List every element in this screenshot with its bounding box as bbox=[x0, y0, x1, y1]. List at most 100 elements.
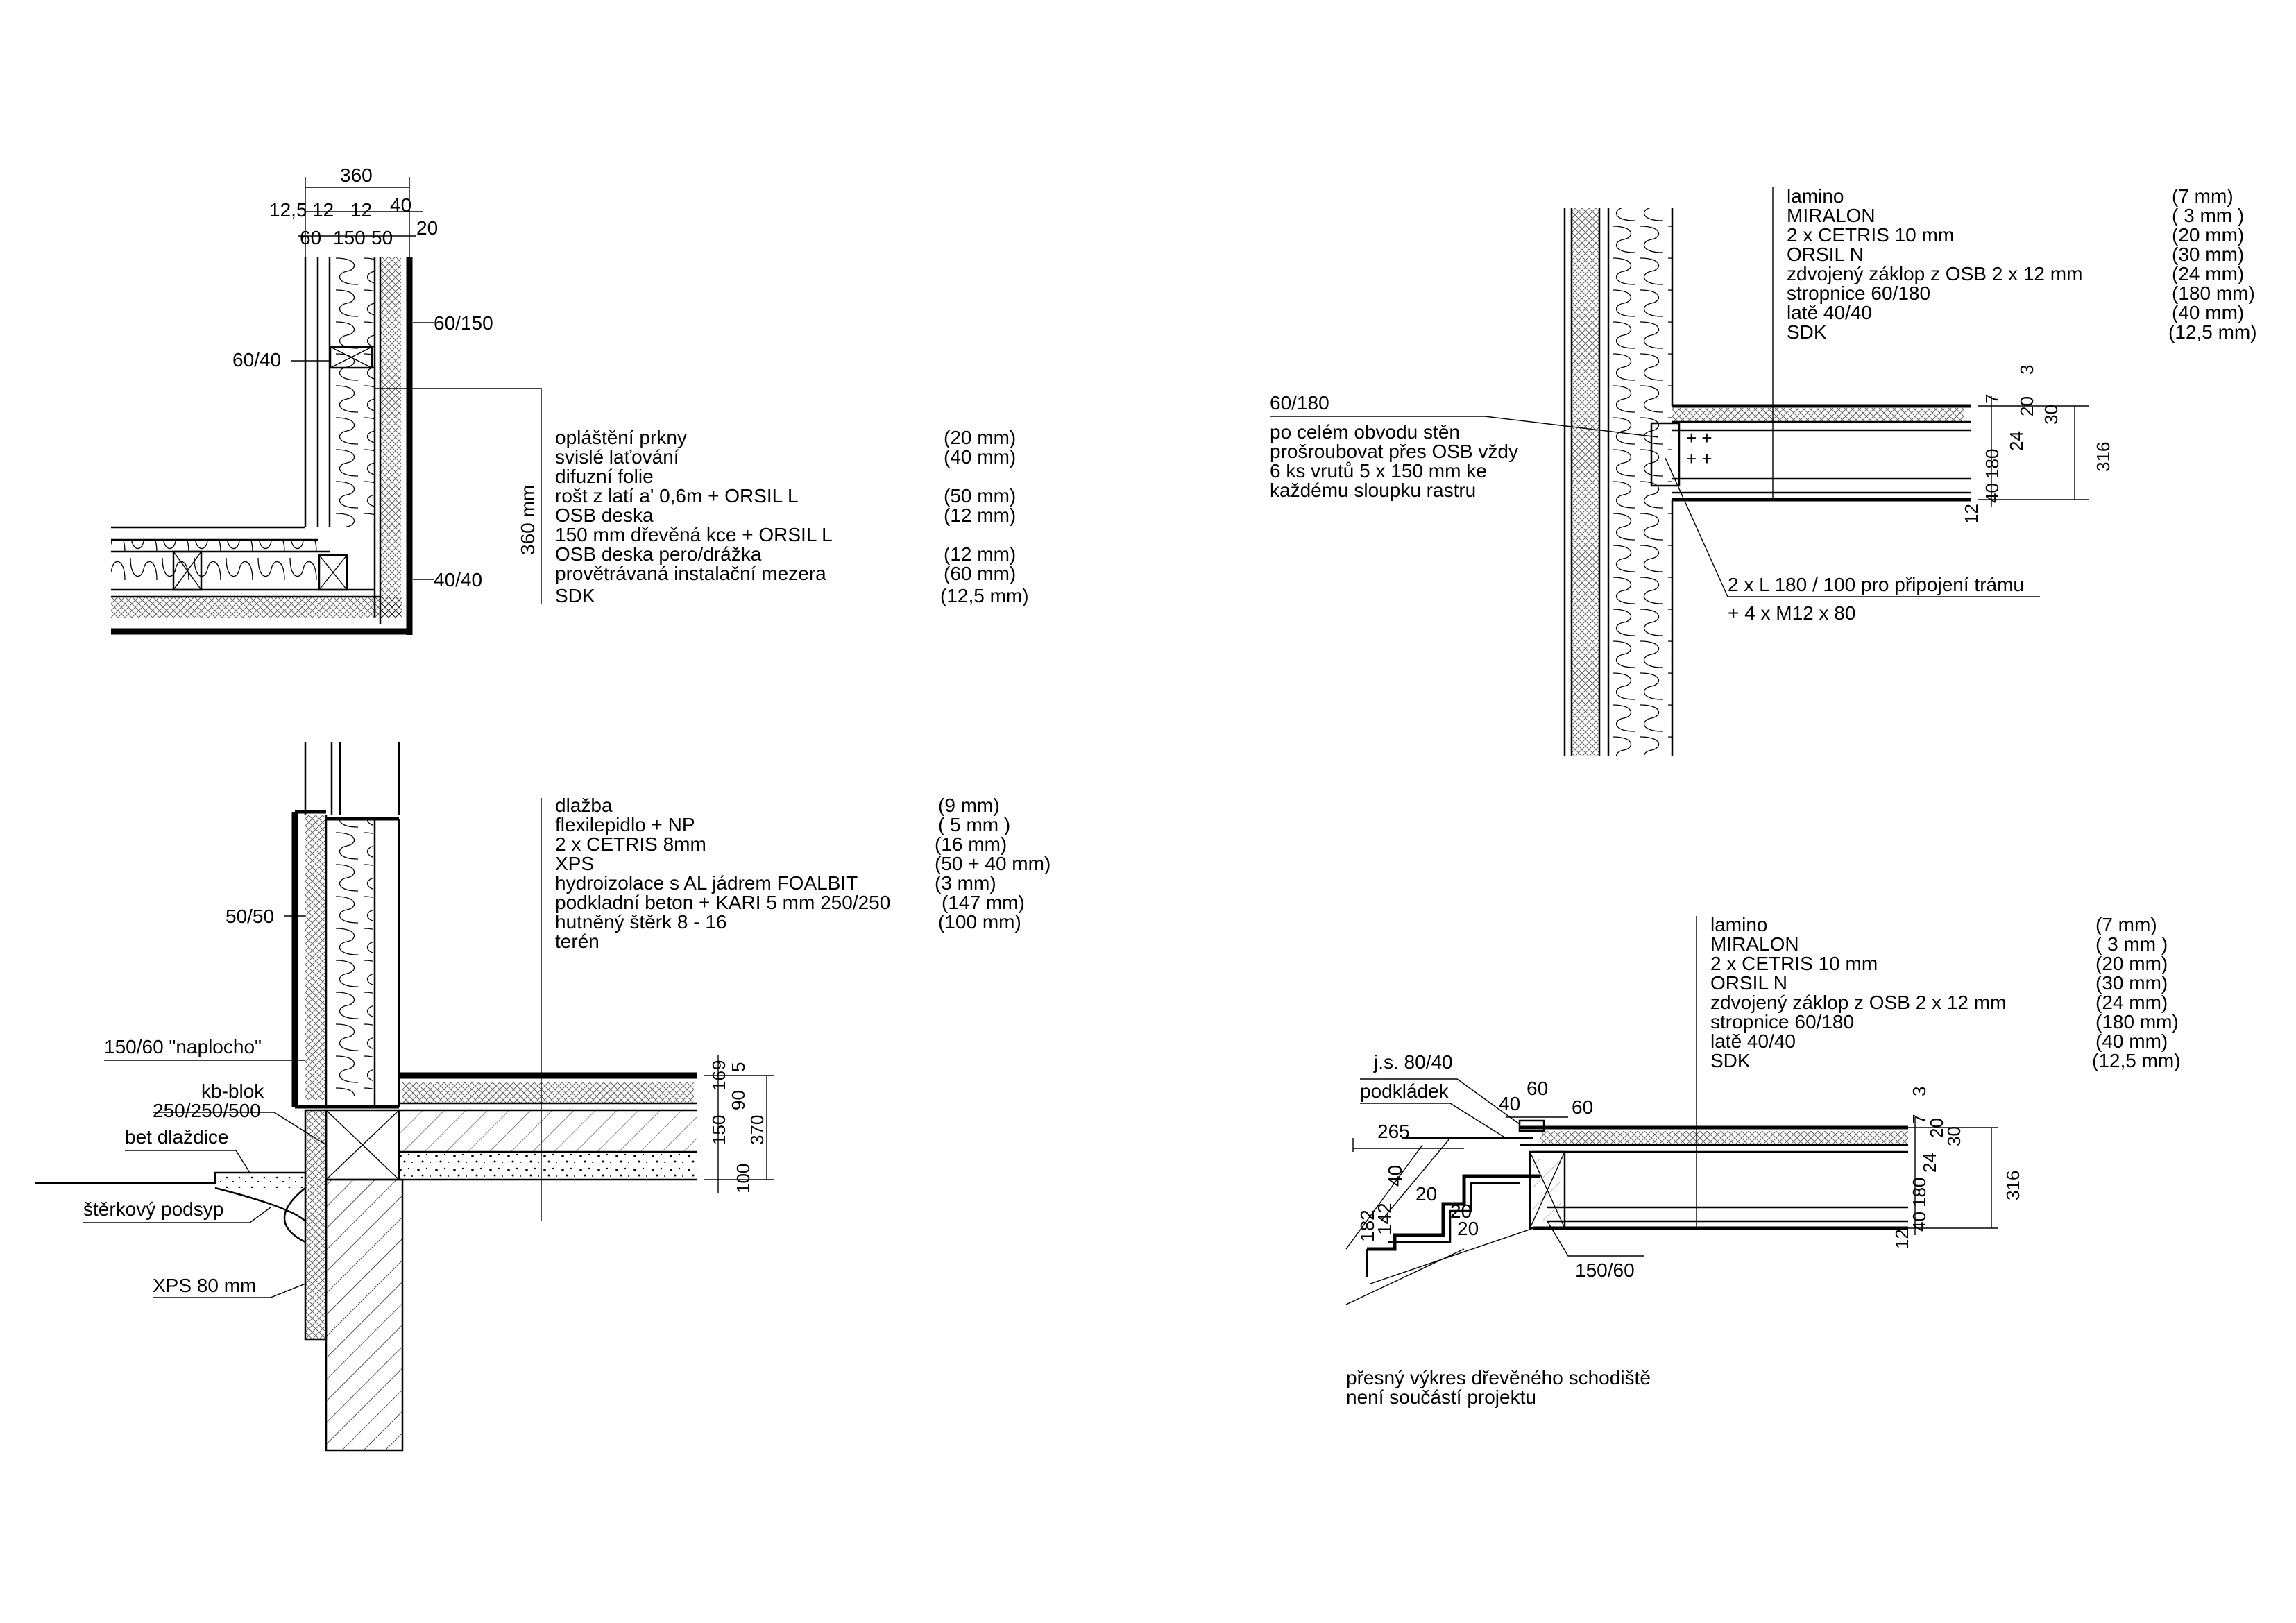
layer-name: hydroizolace s AL jádrem FOALBIT bbox=[555, 872, 858, 894]
svg-text:+ +: + + bbox=[1686, 427, 1712, 448]
dim-20-b: 20 bbox=[1450, 1200, 1472, 1222]
layer-thickness: (180 mm) bbox=[2172, 282, 2255, 304]
label-250-250-500: 250/250/500 bbox=[153, 1100, 261, 1121]
layer-name: MIRALON bbox=[1787, 205, 1876, 226]
dim-182: 182 bbox=[1357, 1209, 1378, 1242]
layer-thickness: (60 mm) bbox=[944, 563, 1016, 584]
dim: 40 bbox=[1909, 1212, 1930, 1232]
label-js-80-40: j.s. 80/40 bbox=[1373, 1051, 1453, 1073]
layer-name: hutněný štěrk 8 - 16 bbox=[555, 911, 726, 933]
label-sterkovy-podsyp: štěrkový podsyp bbox=[83, 1198, 223, 1220]
layer-name: stropnice 60/180 bbox=[1787, 282, 1930, 304]
layer-thickness: (20 mm) bbox=[2172, 224, 2244, 246]
dim: 180 bbox=[1982, 449, 2002, 479]
label-40-40: 40/40 bbox=[434, 569, 482, 590]
note-line: 6 ks vrutů 5 x 150 mm ke bbox=[1270, 460, 1487, 482]
layer-name: SDK bbox=[1710, 1050, 1751, 1071]
dim-60: 60 bbox=[300, 227, 321, 248]
dim: 12 bbox=[1891, 1229, 1912, 1249]
layer-thickness: (40 mm) bbox=[944, 446, 1016, 468]
layer-thickness: (30 mm) bbox=[2172, 244, 2244, 265]
dim: 180 bbox=[1909, 1178, 1930, 1207]
dim: 12 bbox=[1961, 504, 1982, 524]
dim: 7 bbox=[1909, 1114, 1930, 1124]
layer-name: dlažba bbox=[555, 794, 613, 816]
layer-name: lamino bbox=[1787, 185, 1844, 207]
layer-thickness: (12,5 mm) bbox=[2092, 1050, 2181, 1071]
layer-thickness: (7 mm) bbox=[2172, 185, 2234, 207]
layer-thickness: ( 3 mm ) bbox=[2172, 205, 2244, 226]
layer-name: SDK bbox=[1787, 321, 1827, 343]
layer-thickness: (12 mm) bbox=[944, 543, 1016, 565]
label-podkladek: podkládek bbox=[1360, 1080, 1449, 1102]
label-xps-80-mm: XPS 80 mm bbox=[153, 1275, 256, 1296]
layer-name: stropnice 60/180 bbox=[1710, 1011, 1854, 1033]
floor-detail: 50/50 150/60 "naplocho" kb-blok 250/250/… bbox=[35, 742, 1051, 1452]
layer-thickness: (16 mm) bbox=[935, 833, 1007, 855]
dim-142: 142 bbox=[1374, 1203, 1395, 1235]
layer-name: MIRALON bbox=[1710, 933, 1799, 955]
dim-50: 50 bbox=[371, 227, 393, 248]
stair-note-line-1: přesný výkres dřevěného schodiště bbox=[1346, 1367, 1651, 1388]
note-line: po celém obvodu stěn bbox=[1270, 421, 1460, 443]
layer-thickness: (30 mm) bbox=[2095, 972, 2168, 994]
layer-name: difuzní folie bbox=[555, 466, 654, 487]
stair-note-line-2: není součástí projektu bbox=[1346, 1386, 1536, 1408]
label-beam-60-180: 60/180 bbox=[1270, 392, 1329, 414]
dim-150: 150 bbox=[333, 227, 366, 248]
dim-40-top: 40 bbox=[1499, 1093, 1520, 1114]
layer-thickness: (147 mm) bbox=[942, 892, 1025, 913]
dim-60-right: 60 bbox=[1572, 1096, 1593, 1118]
dim-360-mm: 360 mm bbox=[517, 485, 538, 555]
label-bet-dlazdice: bet dlaždice bbox=[125, 1126, 228, 1148]
layer-name: opláštění prkny bbox=[555, 427, 687, 448]
layer-thickness: (180 mm) bbox=[2095, 1011, 2179, 1033]
dim-12a: 12 bbox=[312, 199, 334, 221]
layer-name: flexilepidlo + NP bbox=[555, 814, 695, 835]
layer-thickness: (50 + 40 mm) bbox=[935, 853, 1051, 874]
dim: 9 bbox=[708, 1060, 729, 1070]
dim: 3 bbox=[1909, 1087, 1930, 1096]
dim: 150 bbox=[708, 1115, 729, 1145]
label-60-40: 60/40 bbox=[232, 349, 281, 371]
layer-thickness: ( 3 mm ) bbox=[2095, 933, 2168, 955]
dim-360: 360 bbox=[340, 164, 373, 186]
layer-thickness: (12,5 mm) bbox=[2168, 321, 2257, 343]
dim: 100 bbox=[733, 1164, 754, 1193]
layer-name: ORSIL N bbox=[1787, 244, 1864, 265]
label-150-60-naplocho: 150/60 "naplocho" bbox=[104, 1036, 262, 1057]
label-60-150: 60/150 bbox=[434, 312, 493, 334]
dim: 316 bbox=[2002, 1171, 2023, 1200]
layer-thickness: (40 mm) bbox=[2172, 302, 2244, 323]
ceiling-layer-legend: lamino (7 mm) MIRALON ( 3 mm ) 2 x CETRI… bbox=[1787, 185, 2257, 343]
layer-name: zdvojený záklop z OSB 2 x 12 mm bbox=[1710, 992, 2006, 1013]
dim-20-a: 20 bbox=[1415, 1183, 1437, 1205]
layer-thickness: (20 mm) bbox=[944, 427, 1016, 448]
label-bolts: + 4 x M12 x 80 bbox=[1728, 602, 1855, 624]
layer-name: rošt z latí a' 0,6m + ORSIL L bbox=[555, 485, 799, 507]
label-angle-bracket: 2 x L 180 / 100 pro připojení trámu bbox=[1728, 574, 2024, 595]
layer-thickness: ( 5 mm ) bbox=[938, 814, 1010, 835]
layer-thickness: (9 mm) bbox=[938, 794, 1000, 816]
dim: 24 bbox=[1919, 1153, 1940, 1173]
dim-40-stair: 40 bbox=[1384, 1165, 1406, 1187]
dim-20-c: 20 bbox=[1457, 1218, 1479, 1239]
layer-name: 150 mm dřevěná kce + ORSIL L bbox=[555, 524, 833, 545]
dim: 40 bbox=[1982, 483, 2002, 503]
dim: 24 bbox=[2006, 431, 2027, 451]
wall-layer-legend: opláštění prkny (20 mm) svislé laťování … bbox=[555, 427, 1029, 606]
dim: 7 bbox=[1982, 394, 2002, 404]
label-50-50: 50/50 bbox=[226, 906, 274, 927]
layer-name: zdvojený záklop z OSB 2 x 12 mm bbox=[1787, 263, 2082, 284]
dim-20: 20 bbox=[416, 217, 438, 239]
layer-name: OSB deska bbox=[555, 504, 654, 526]
dim-12b: 12 bbox=[350, 199, 372, 221]
layer-thickness: (50 mm) bbox=[944, 485, 1016, 507]
ceiling-junction-detail: + + + + lamino (7 mm) MIRALON ( 3 mm ) 2… bbox=[1270, 185, 2257, 756]
dim: 20 bbox=[2016, 396, 2037, 416]
dim: 16 bbox=[708, 1071, 729, 1091]
dim: 3 bbox=[2016, 365, 2037, 375]
layer-thickness: (24 mm) bbox=[2172, 263, 2244, 284]
layer-thickness: (20 mm) bbox=[2095, 953, 2168, 974]
layer-name: latě 40/40 bbox=[1787, 302, 1872, 323]
